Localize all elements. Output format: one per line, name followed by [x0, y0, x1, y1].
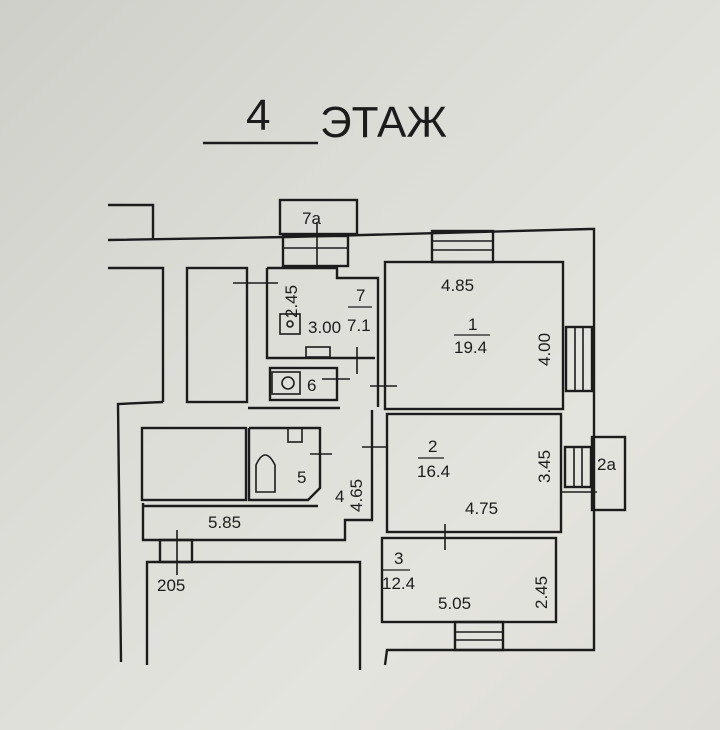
toilet-icon — [271, 371, 301, 395]
room-4-number: 4 — [335, 487, 344, 506]
room-5-number: 5 — [297, 468, 306, 487]
room-4-length: 4.65 — [347, 479, 366, 512]
room-1-area: 19.4 — [454, 338, 487, 357]
room-labels: 4.85 1 19.4 4.00 2 16.4 3.45 4.75 3 12.4… — [157, 209, 616, 613]
room-4-width: 5.85 — [208, 513, 241, 532]
room-7-width: 3.00 — [308, 318, 341, 337]
floor-number: 4 — [246, 91, 270, 140]
window-hatching — [176, 222, 584, 641]
sink-icon — [305, 346, 331, 358]
room-1-depth: 4.00 — [535, 333, 554, 366]
room-6-number: 6 — [307, 376, 316, 395]
room-1-width: 4.85 — [441, 276, 474, 295]
door-marks — [310, 347, 597, 550]
floor-word: ЭТАЖ — [320, 98, 447, 147]
room-7a-label: 7а — [302, 209, 321, 228]
room-3-width: 5.05 — [438, 594, 471, 613]
room-2-depth: 3.45 — [535, 450, 554, 483]
fixtures — [255, 313, 331, 493]
room-7-depth: 2.45 — [282, 285, 301, 318]
room-2a-label: 2а — [597, 455, 616, 474]
floor-title: 4 ЭТАЖ — [203, 91, 447, 147]
room-2-number: 2 — [428, 437, 437, 456]
room-2-area: 16.4 — [417, 462, 450, 481]
room-2-width: 4.75 — [465, 499, 498, 518]
room-3-depth: 2.45 — [532, 576, 551, 609]
bathtub-icon — [255, 454, 276, 493]
room-7-number: 7 — [356, 286, 365, 305]
room-3-area: 12.4 — [382, 574, 415, 593]
walls — [107, 198, 627, 670]
stairwell-label: 205 — [157, 576, 185, 595]
room-1-number: 1 — [468, 315, 477, 334]
stove-icon — [279, 313, 301, 335]
room-3-number: 3 — [394, 549, 403, 568]
room-7-area: 7.1 — [347, 316, 371, 335]
washbasin-icon — [287, 427, 303, 443]
